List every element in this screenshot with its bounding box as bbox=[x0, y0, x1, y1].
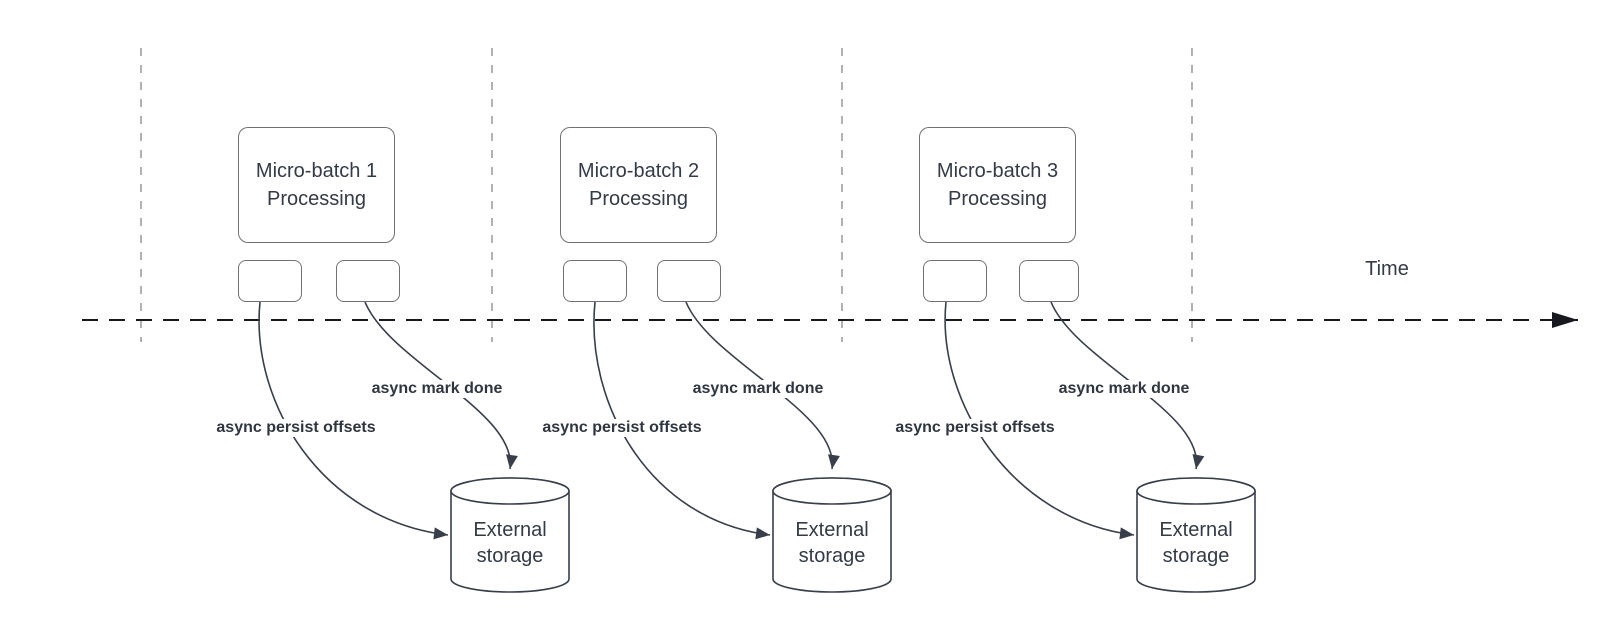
persist-offsets-arrow bbox=[258, 301, 449, 540]
external-storage-cylinder: External storage bbox=[772, 477, 892, 595]
offset-task-box bbox=[238, 260, 302, 302]
mark-done-task-box bbox=[657, 260, 721, 302]
persist-offsets-arrow bbox=[944, 301, 1135, 540]
time-axis-label: Time bbox=[1365, 258, 1409, 280]
persist-offsets-label: async persist offsets bbox=[539, 419, 705, 437]
persist-offsets-label: async persist offsets bbox=[892, 419, 1058, 437]
mark-done-label: async mark done bbox=[1055, 380, 1193, 398]
mark-done-task-box bbox=[336, 260, 400, 302]
persist-offsets-label: async persist offsets bbox=[213, 419, 379, 437]
microbatch-processing-box: Micro-batch 1 Processing bbox=[238, 127, 395, 243]
external-storage-cylinder: External storage bbox=[1136, 477, 1256, 595]
cylinder-shape bbox=[450, 477, 570, 593]
mark-done-label: async mark done bbox=[689, 380, 827, 398]
mark-done-task-box bbox=[1019, 260, 1079, 302]
storage-label: External storage bbox=[473, 519, 547, 567]
microbatch-processing-box: Micro-batch 3 Processing bbox=[919, 127, 1076, 243]
microbatch-processing-box: Micro-batch 2 Processing bbox=[560, 127, 717, 243]
cylinder-shape bbox=[1136, 477, 1256, 593]
external-storage-cylinder: External storage bbox=[450, 477, 570, 595]
offset-task-box bbox=[563, 260, 627, 302]
mark-done-label: async mark done bbox=[368, 380, 506, 398]
storage-label: External storage bbox=[795, 519, 869, 567]
cylinder-shape bbox=[772, 477, 892, 593]
persist-offsets-arrow bbox=[593, 301, 771, 540]
offset-task-box bbox=[923, 260, 987, 302]
storage-label: External storage bbox=[1159, 519, 1233, 567]
